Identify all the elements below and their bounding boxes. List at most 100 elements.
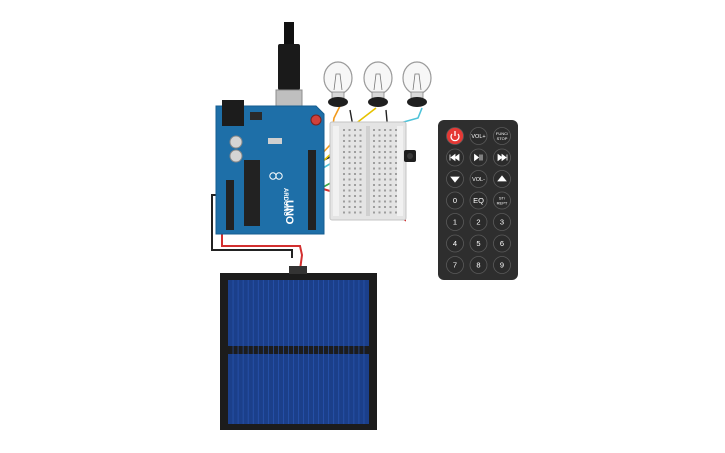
breadboard-hole[interactable] xyxy=(395,189,397,192)
breadboard-hole[interactable] xyxy=(384,200,386,203)
breadboard-hole[interactable] xyxy=(359,134,362,137)
breadboard-hole[interactable] xyxy=(343,184,345,186)
remote-button-6[interactable]: 6 xyxy=(493,234,511,253)
remote-button-vol-[interactable]: VOL+ xyxy=(469,127,488,145)
breadboard-hole[interactable] xyxy=(348,151,351,153)
breadboard-hole[interactable] xyxy=(359,167,362,170)
remote-button-vol-[interactable]: VOL- xyxy=(469,170,488,188)
breadboard-hole[interactable] xyxy=(389,134,392,137)
breadboard-hole[interactable] xyxy=(348,162,351,164)
breadboard-hole[interactable] xyxy=(389,211,392,214)
breadboard-hole[interactable] xyxy=(354,206,356,208)
breadboard-hole[interactable] xyxy=(348,178,351,181)
breadboard-hole[interactable] xyxy=(395,151,397,153)
breadboard-hole[interactable] xyxy=(354,173,356,175)
breadboard-hole[interactable] xyxy=(395,178,397,181)
breadboard-hole[interactable] xyxy=(348,189,351,192)
remote-button-9[interactable]: 9 xyxy=(493,256,511,274)
breadboard-hole[interactable] xyxy=(395,200,397,203)
power-button[interactable] xyxy=(446,127,464,145)
breadboard-hole[interactable] xyxy=(389,145,392,148)
breadboard-hole[interactable] xyxy=(378,162,381,164)
breadboard-hole[interactable] xyxy=(373,189,375,192)
breadboard-hole[interactable] xyxy=(389,184,392,186)
breadboard-hole[interactable] xyxy=(389,195,392,197)
breadboard-hole[interactable] xyxy=(359,189,362,192)
breadboard-hole[interactable] xyxy=(354,134,356,137)
breadboard-hole[interactable] xyxy=(373,200,375,203)
breadboard-hole[interactable] xyxy=(395,167,397,170)
breadboard-hole[interactable] xyxy=(373,206,375,208)
breadboard-hole[interactable] xyxy=(359,200,362,203)
breadboard-hole[interactable] xyxy=(354,211,356,214)
breadboard-hole[interactable] xyxy=(348,167,351,170)
breadboard-hole[interactable] xyxy=(359,156,362,159)
breadboard-hole[interactable] xyxy=(359,162,362,164)
breadboard-hole[interactable] xyxy=(348,206,351,208)
breadboard-hole[interactable] xyxy=(343,211,345,214)
breadboard-hole[interactable] xyxy=(378,140,381,142)
breadboard-hole[interactable] xyxy=(354,184,356,186)
breadboard-hole[interactable] xyxy=(343,156,345,159)
breadboard-hole[interactable] xyxy=(354,189,356,192)
breadboard-hole[interactable] xyxy=(373,151,375,153)
breadboard-hole[interactable] xyxy=(389,151,392,153)
breadboard-hole[interactable] xyxy=(373,134,375,137)
breadboard-hole[interactable] xyxy=(384,173,386,175)
breadboard-hole[interactable] xyxy=(373,173,375,175)
breadboard-hole[interactable] xyxy=(343,140,345,142)
breadboard-hole[interactable] xyxy=(384,211,386,214)
up-arrow-button[interactable] xyxy=(493,170,511,188)
play-pause-button[interactable] xyxy=(469,148,488,167)
breadboard-hole[interactable] xyxy=(359,184,362,186)
breadboard-hole[interactable] xyxy=(395,162,397,164)
breadboard-hole[interactable] xyxy=(378,178,381,181)
breadboard-hole[interactable] xyxy=(343,162,345,164)
breadboard[interactable] xyxy=(329,121,407,221)
breadboard-hole[interactable] xyxy=(354,178,356,181)
breadboard-hole[interactable] xyxy=(354,140,356,142)
breadboard-hole[interactable] xyxy=(395,173,397,175)
breadboard-hole[interactable] xyxy=(354,156,356,159)
remote-button-eq[interactable]: EQ xyxy=(469,191,488,210)
solar-panel[interactable] xyxy=(220,266,377,430)
breadboard-hole[interactable] xyxy=(348,173,351,175)
breadboard-hole[interactable] xyxy=(373,178,375,181)
breadboard-hole[interactable] xyxy=(343,151,345,153)
remote-button-4[interactable]: 4 xyxy=(446,234,464,253)
breadboard-hole[interactable] xyxy=(378,151,381,153)
breadboard-hole[interactable] xyxy=(343,145,345,148)
remote-button-1[interactable]: 1 xyxy=(446,213,464,231)
breadboard-hole[interactable] xyxy=(378,189,381,192)
remote-button-8[interactable]: 8 xyxy=(469,256,488,274)
breadboard-hole[interactable] xyxy=(378,211,381,214)
breadboard-hole[interactable] xyxy=(343,206,345,208)
breadboard-hole[interactable] xyxy=(348,140,351,142)
breadboard-hole[interactable] xyxy=(395,195,397,197)
breadboard-hole[interactable] xyxy=(389,178,392,181)
reset-button[interactable] xyxy=(310,114,322,126)
breadboard-hole[interactable] xyxy=(373,129,375,131)
breadboard-hole[interactable] xyxy=(395,211,397,214)
breadboard-hole[interactable] xyxy=(354,167,356,170)
breadboard-hole[interactable] xyxy=(384,151,386,153)
breadboard-hole[interactable] xyxy=(384,195,386,197)
breadboard-hole[interactable] xyxy=(373,184,375,186)
remote-button-func-stop[interactable]: FUNC/STOP xyxy=(493,127,511,145)
breadboard-hole[interactable] xyxy=(378,184,381,186)
breadboard-hole[interactable] xyxy=(348,156,351,159)
breadboard-hole[interactable] xyxy=(378,156,381,159)
breadboard-hole[interactable] xyxy=(354,162,356,164)
breadboard-hole[interactable] xyxy=(395,184,397,186)
breadboard-hole[interactable] xyxy=(395,156,397,159)
breadboard-hole[interactable] xyxy=(348,129,351,131)
breadboard-hole[interactable] xyxy=(373,156,375,159)
breadboard-hole[interactable] xyxy=(389,156,392,159)
breadboard-hole[interactable] xyxy=(359,178,362,181)
breadboard-hole[interactable] xyxy=(389,206,392,208)
ir-receiver[interactable] xyxy=(404,150,416,162)
breadboard-hole[interactable] xyxy=(384,134,386,137)
remote-button-7[interactable]: 7 xyxy=(446,256,464,274)
remote-button-0[interactable]: 0 xyxy=(446,191,464,210)
remote-button-5[interactable]: 5 xyxy=(469,234,488,253)
